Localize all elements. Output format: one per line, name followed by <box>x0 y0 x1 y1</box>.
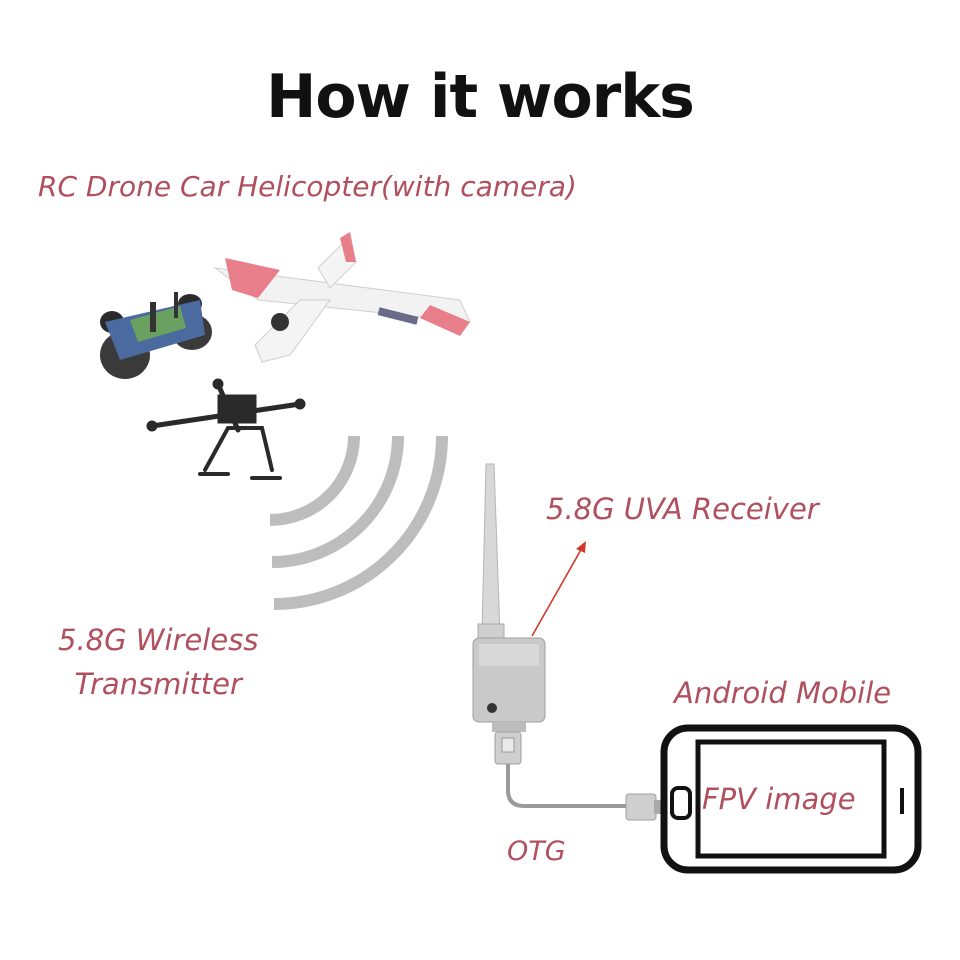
fpv-label: FPV image <box>702 782 856 816</box>
page-title: How it works <box>266 62 695 132</box>
usb-plug-icon <box>494 731 666 821</box>
phone-icon <box>660 724 922 874</box>
transmitter-label-line1: 5.8G Wireless <box>58 623 259 657</box>
quadcopter-icon <box>146 378 306 480</box>
otg-label: OTG <box>507 836 566 867</box>
title-area: How it works <box>0 0 960 150</box>
transmitter-label: 5.8G Wireless Transmitter <box>58 618 258 706</box>
rc-car-icon <box>100 292 212 379</box>
receiver-icon <box>472 463 546 732</box>
receiver-label: 5.8G UVA Receiver <box>546 492 819 526</box>
devices-label: RC Drone Car Helicopter(with camera) <box>38 170 577 203</box>
signal-waves-icon <box>269 435 448 610</box>
receiver-arrow <box>531 541 586 637</box>
android-label: Android Mobile <box>674 676 892 710</box>
transmitter-label-line2: Transmitter <box>74 667 242 701</box>
rc-plane-icon <box>213 232 471 363</box>
